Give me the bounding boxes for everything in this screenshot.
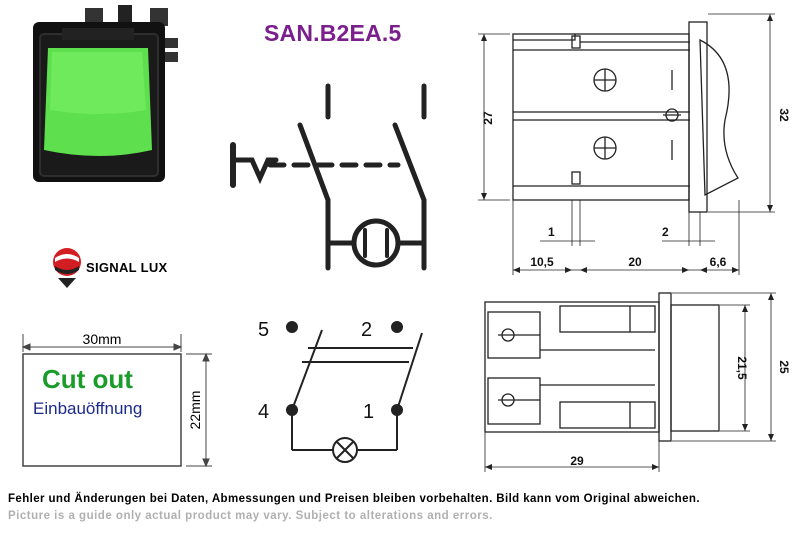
dim-10-5: 10,5 xyxy=(530,255,554,269)
dim-1: 1 xyxy=(548,225,555,239)
cutout-height-label: 22mm xyxy=(187,391,203,430)
terminal-5-label: 5 xyxy=(258,319,269,341)
top-view-drawing xyxy=(484,292,776,472)
side-view-drawing xyxy=(478,13,775,275)
cutout-diagram xyxy=(21,334,212,468)
terminal-1-label: 1 xyxy=(363,401,374,423)
terminal-2-label: 2 xyxy=(361,319,372,341)
dim-21-5: 21,5 xyxy=(735,356,749,380)
dim-29: 29 xyxy=(570,454,584,468)
cutout-subtitle: Einbauöffnung xyxy=(33,399,143,418)
brand-name: SIGNAL LUX xyxy=(86,260,168,275)
dim-20: 20 xyxy=(628,255,642,269)
terminal-4-label: 4 xyxy=(258,401,269,423)
product-photo xyxy=(33,5,178,182)
dim-6-6: 6,6 xyxy=(710,255,727,269)
switch-symbol xyxy=(230,83,427,271)
cutout-width-label: 30mm xyxy=(83,331,122,347)
dim-25: 25 xyxy=(777,360,791,374)
footer-disclaimer-de: Fehler und Änderungen bei Daten, Abmessu… xyxy=(8,493,700,505)
cutout-title: Cut out xyxy=(42,364,133,394)
wiring-diagram xyxy=(286,321,423,463)
dim-27: 27 xyxy=(481,111,495,125)
lamp-icon xyxy=(332,437,358,463)
footer-disclaimer-en: Picture is a guide only actual product m… xyxy=(8,510,493,522)
model-number: SAN.B2EA.5 xyxy=(264,20,402,46)
dim-32: 32 xyxy=(777,108,791,122)
signal-lux-logo-icon xyxy=(53,248,81,288)
dim-2: 2 xyxy=(662,225,669,239)
